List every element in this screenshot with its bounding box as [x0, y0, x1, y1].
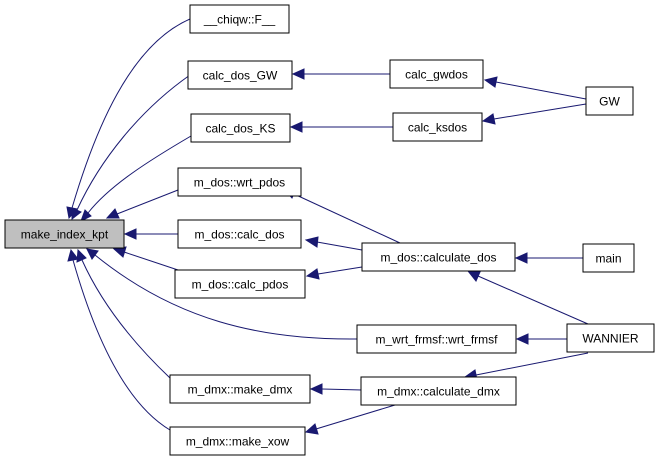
edge-gw-to-calc-gwdos	[483, 76, 587, 100]
edge-calc-dos-to-make-index-kpt	[123, 228, 178, 240]
node-calc-gwdos[interactable]: calc_gwdos	[389, 59, 484, 89]
edge-calc-pdos-to-make-index-kpt	[112, 246, 179, 271]
node-chiqw-f[interactable]: __chiqw::F__	[189, 4, 290, 34]
node-m-dmx-calculate-dmx[interactable]: m_dmx::calculate_dmx	[360, 376, 517, 406]
call-nodes: make_index_kpt __chiqw::F__ calc_dos_GW …	[4, 4, 655, 456]
node-label: calc_gwdos	[405, 68, 468, 82]
node-m-dos-calc-dos[interactable]: m_dos::calc_dos	[177, 219, 302, 249]
node-calc-dos-gw[interactable]: calc_dos_GW	[187, 60, 293, 90]
node-label: GW	[599, 95, 620, 109]
node-label: m_dos::calc_dos	[194, 228, 284, 242]
edge-gw-to-calc-ksdos	[481, 103, 587, 125]
node-label: make_index_kpt	[21, 228, 109, 242]
edge-calculate-dos-to-calc-pdos	[305, 266, 363, 280]
edge-chiqw-to-make-index-kpt	[66, 18, 191, 220]
edge-wrt-pdos-to-make-index-kpt	[105, 189, 179, 219]
node-wannier[interactable]: WANNIER	[566, 323, 655, 353]
node-label: m_dmx::make_dmx	[188, 383, 293, 397]
node-label: main	[595, 252, 621, 266]
node-label: m_dmx::make_xow	[186, 435, 290, 449]
edge-calc-dos-ks-to-make-index-kpt	[80, 135, 192, 223]
edge-make-dmx-to-make-index-kpt	[76, 248, 171, 379]
edge-wannier-to-calculate-dos	[466, 270, 589, 325]
node-label: m_dos::calculate_dos	[380, 251, 496, 265]
edge-calculate-dos-to-calc-dos	[304, 236, 363, 251]
node-label: calc_ksdos	[408, 121, 467, 135]
edge-main-to-calculate-dos	[514, 252, 583, 264]
node-label: m_wrt_frmsf::wrt_frmsf	[376, 333, 499, 347]
node-make-index-kpt[interactable]: make_index_kpt	[4, 219, 125, 249]
node-main[interactable]: main	[582, 243, 635, 273]
node-label: WANNIER	[582, 332, 639, 346]
node-gw[interactable]: GW	[585, 86, 634, 116]
node-m-dos-wrt-pdos[interactable]: m_dos::wrt_pdos	[177, 167, 302, 197]
edge-calc-dos-gw-to-make-index-kpt	[71, 74, 191, 221]
edge-calculate-dmx-to-make-dmx	[309, 383, 363, 395]
node-label: calc_dos_KS	[205, 122, 275, 136]
node-m-dmx-make-xow[interactable]: m_dmx::make_xow	[169, 426, 306, 456]
edge-wannier-to-wrt-frmsf	[515, 333, 567, 345]
node-calc-dos-ks[interactable]: calc_dos_KS	[190, 113, 291, 143]
edge-wrt-frmsf-to-make-index-kpt	[86, 248, 358, 340]
node-m-dmx-make-dmx[interactable]: m_dmx::make_dmx	[169, 374, 311, 404]
edge-calc-gwdos-to-calc-dos-gw	[291, 68, 390, 80]
node-label: __chiqw::F__	[203, 13, 276, 27]
edge-calc-ksdos-to-calc-dos-ks	[289, 121, 393, 133]
edge-make-xow-to-make-index-kpt	[67, 248, 171, 431]
node-m-wrt-frmsf-wrt-frmsf[interactable]: m_wrt_frmsf::wrt_frmsf	[356, 324, 517, 354]
node-m-dos-calc-pdos[interactable]: m_dos::calc_pdos	[174, 269, 306, 299]
call-edges	[66, 18, 589, 435]
node-label: calc_dos_GW	[203, 69, 278, 83]
edge-wannier-to-calculate-dmx	[463, 352, 589, 381]
edge-calculate-dmx-to-make-xow	[304, 404, 396, 435]
node-label: m_dos::calc_pdos	[192, 278, 289, 292]
node-m-dos-calculate-dos[interactable]: m_dos::calculate_dos	[361, 242, 516, 272]
node-label: m_dmx::calculate_dmx	[377, 385, 500, 399]
node-calc-ksdos[interactable]: calc_ksdos	[392, 112, 483, 142]
node-label: m_dos::wrt_pdos	[194, 176, 285, 190]
